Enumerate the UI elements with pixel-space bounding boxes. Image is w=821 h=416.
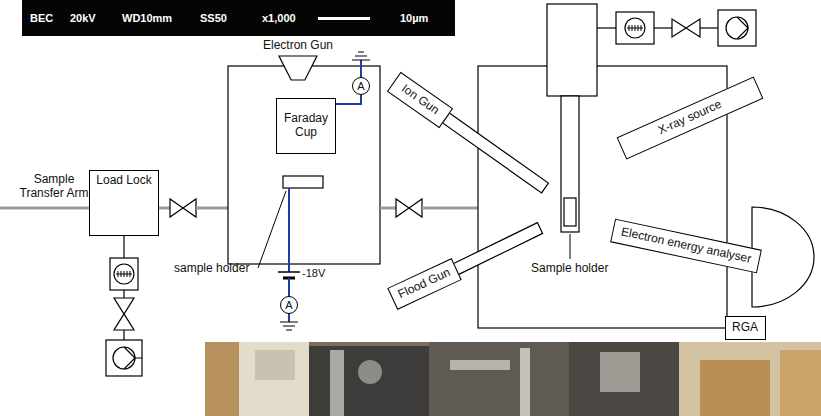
part-label: sample holder	[174, 262, 249, 276]
battery-symbol	[278, 271, 300, 273]
x-ray-source: X-ray source	[617, 77, 764, 160]
node-text: A	[357, 81, 364, 92]
gun-outline	[279, 56, 317, 80]
lab-photo	[600, 352, 640, 392]
node-text: Faraday Cup	[283, 112, 329, 140]
ground-symbol	[352, 52, 370, 60]
manipulator-rod	[561, 96, 579, 232]
valve-symbol	[114, 298, 134, 314]
gauge-box	[616, 12, 654, 44]
lab-photo	[780, 350, 821, 416]
rga-box: RGA	[725, 316, 766, 340]
pipe	[422, 207, 478, 210]
pump-symbol	[737, 17, 748, 39]
lab-photo	[330, 350, 344, 416]
part-label: Sample Transfer Arm	[14, 173, 94, 201]
part-label: Sample holder	[531, 262, 608, 276]
lab-photo	[358, 360, 382, 384]
electron-gun: Electron Gun	[279, 56, 317, 80]
pipe	[700, 27, 718, 28]
node-text: Load Lock	[96, 174, 151, 188]
lab-photo	[450, 360, 510, 370]
valve-symbol	[396, 199, 409, 217]
lab-photo	[700, 360, 770, 416]
node-text: Electron energy analyser	[620, 225, 753, 266]
pump-symbol	[124, 347, 142, 369]
gauge-symbol	[114, 264, 134, 284]
ammeter-symbol: A	[280, 296, 298, 314]
lab-photo	[309, 346, 429, 416]
node-text: X-ray source	[656, 98, 724, 138]
lab-photo	[205, 342, 239, 416]
ammeter-symbol: A	[352, 77, 370, 95]
leader-line	[570, 234, 571, 259]
load-lock: Load Lock	[89, 170, 159, 236]
sample-holder	[283, 176, 323, 188]
scale-bar-label: 10µm	[400, 12, 428, 25]
sem-info-bar	[22, 0, 455, 36]
ion-gun-barrel	[443, 113, 549, 193]
sample-holder	[564, 198, 576, 226]
sem-parameter: 20kV	[70, 12, 96, 25]
gauge-symbol	[625, 18, 645, 38]
leader-line	[258, 191, 286, 268]
pipe	[654, 27, 672, 28]
scale-bar	[318, 17, 370, 20]
sem-parameter: SS50	[200, 12, 227, 25]
node-text: RGA	[732, 321, 758, 335]
manipulator	[547, 4, 597, 96]
wire	[288, 188, 290, 272]
node-text: Ion Gun	[399, 82, 442, 118]
valve-symbol	[672, 19, 686, 37]
lab-photo	[679, 342, 821, 416]
pump-symbol	[113, 347, 135, 369]
node-text: Electron Gun	[263, 39, 333, 53]
flood-gun: Flood Gun	[387, 258, 461, 310]
pipe	[597, 27, 616, 28]
pump-box	[106, 340, 142, 376]
valve-symbol	[686, 19, 700, 37]
sem-parameter: BEC	[30, 12, 53, 25]
valve-symbol	[183, 199, 196, 217]
electron-energy-analyser: Electron energy analyser	[610, 219, 762, 274]
lab-photo	[429, 342, 569, 416]
gauge-box	[110, 258, 138, 290]
pipe	[123, 330, 124, 340]
analyser-hemisphere	[752, 207, 814, 307]
sem-parameter: WD10mm	[122, 12, 172, 25]
test-chamber	[228, 66, 380, 264]
node-text: A	[285, 300, 292, 311]
voltage-label: -18V	[302, 267, 325, 280]
wire	[336, 95, 361, 104]
valve-symbol	[409, 199, 422, 217]
pipe	[196, 207, 228, 210]
lab-photo	[520, 348, 530, 416]
ground-symbol	[280, 322, 298, 330]
ion-gun: Ion Gun	[387, 72, 453, 128]
pipe	[380, 207, 396, 210]
pump-box	[718, 10, 756, 46]
lab-photo	[569, 342, 679, 416]
lab-photo	[239, 342, 309, 416]
pump-symbol	[726, 17, 748, 39]
faraday-cup: Faraday Cup	[276, 98, 336, 154]
valve-symbol	[114, 314, 134, 330]
node-text: Flood Gun	[396, 266, 453, 302]
sem-magnification: x1,000	[262, 12, 296, 25]
gauge-hatch	[116, 271, 132, 277]
gauge-hatch	[627, 25, 643, 31]
pipe	[123, 290, 124, 298]
lab-photo	[255, 350, 295, 380]
lab-photo	[205, 342, 821, 416]
valve-symbol	[170, 199, 183, 217]
flood-gun-barrel	[453, 223, 542, 275]
gun-outline	[279, 56, 317, 80]
